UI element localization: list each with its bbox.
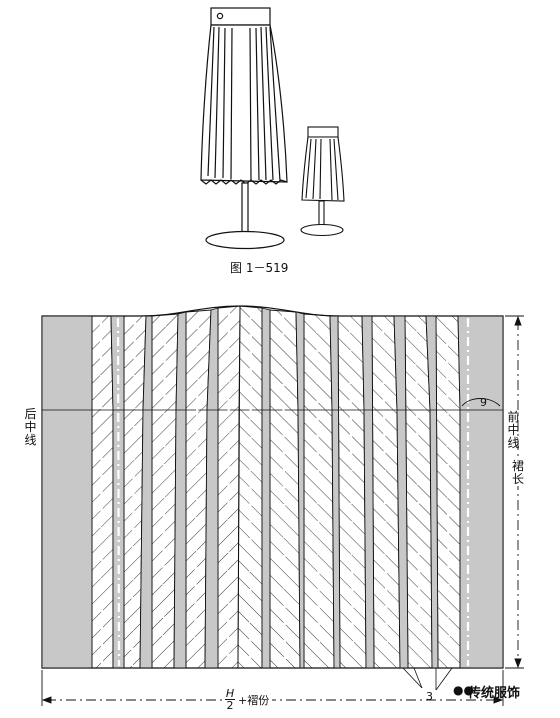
skirt-length-dimension bbox=[505, 315, 524, 669]
large-dress-form bbox=[200, 7, 288, 250]
pleat-fold-lines bbox=[99, 309, 470, 667]
small-dress-form bbox=[300, 126, 345, 237]
front-extension-arc bbox=[461, 398, 501, 407]
width-dimension bbox=[41, 670, 504, 706]
figure-caption: 图 1－519 bbox=[230, 261, 289, 275]
formula-suffix: +褶份 bbox=[238, 693, 270, 707]
pleat-depth-leaders bbox=[402, 667, 453, 691]
back-center-label: 后中线 bbox=[24, 407, 37, 447]
gray-panels bbox=[41, 307, 504, 669]
front-extension-value: 9 bbox=[480, 396, 487, 409]
formula-numerator: H bbox=[225, 687, 235, 700]
formula-denominator: 2 bbox=[225, 699, 235, 712]
front-center-label: 前中线 bbox=[507, 410, 520, 450]
pleat-depth-value: 3 bbox=[426, 690, 433, 703]
wechat-bubble-icon: ●● bbox=[453, 683, 474, 697]
watermark-text: 传统服饰 bbox=[468, 686, 521, 701]
skirt-pattern bbox=[41, 305, 504, 669]
width-formula: H 2 +褶份 bbox=[222, 687, 273, 712]
skirt-length-label: 裙长 bbox=[511, 459, 525, 486]
